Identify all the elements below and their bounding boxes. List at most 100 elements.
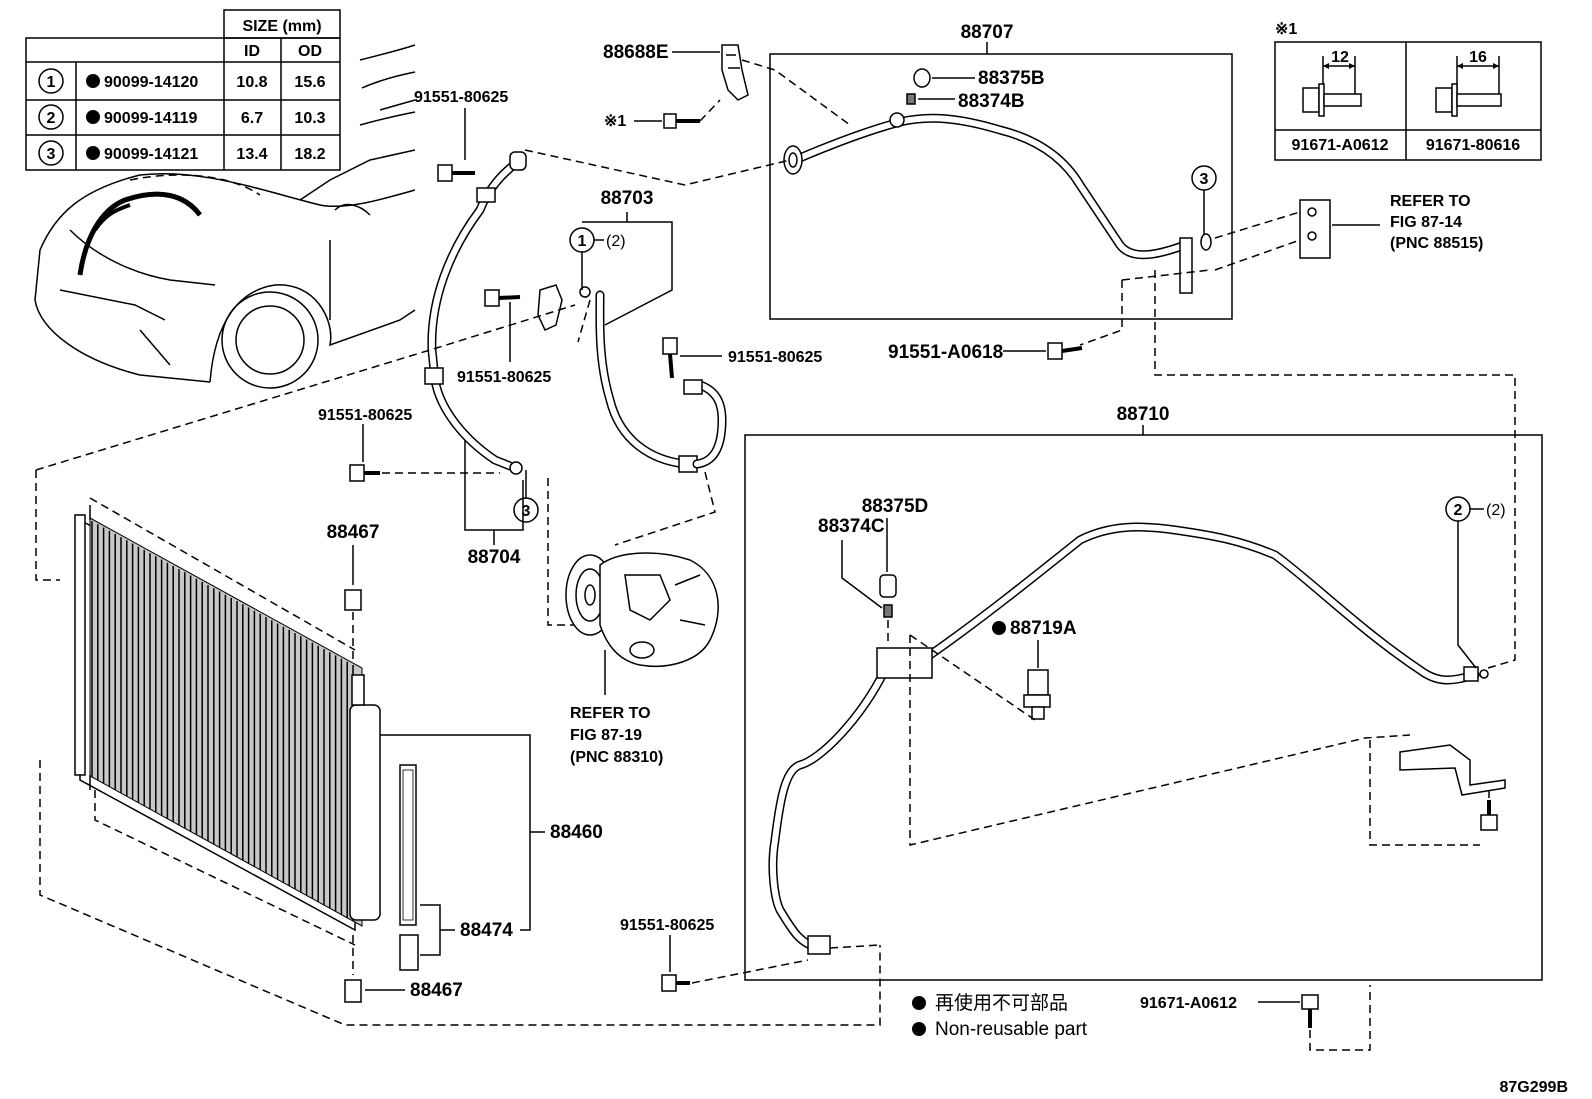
callout-number: 3 — [522, 503, 531, 520]
expansion-valve-block — [1299, 199, 1331, 259]
part-label-91551-A0618: 91551-A0618 — [888, 342, 1003, 363]
non-reusable-dot-icon — [992, 621, 1006, 635]
hose-bracket — [537, 284, 563, 331]
assembly-box-88707 — [769, 53, 1233, 320]
row-id: 10.8 — [236, 74, 267, 91]
bolt-marker: ※1 — [604, 113, 626, 130]
refer-b-line3: (PNC 88310) — [570, 749, 663, 766]
condenser-88460 — [74, 505, 381, 932]
callout-quantity: (2) — [606, 233, 626, 250]
part-label-88467-a: 88467 — [327, 522, 380, 543]
non-reusable-dot-icon — [86, 110, 100, 124]
bolt-part-left: 91671-A0612 — [1292, 137, 1389, 154]
pressure-switch-88719A — [1023, 669, 1051, 720]
row-od: 15.6 — [294, 74, 325, 91]
part-label-91551-80625-a: 91551-80625 — [414, 89, 508, 106]
flange-bolt-icon — [1435, 56, 1502, 117]
row-od: 10.3 — [294, 110, 325, 127]
part-label-88467-b: 88467 — [410, 980, 463, 1001]
compressor-illustration — [565, 552, 719, 667]
part-label-88703: 88703 — [601, 188, 654, 209]
part-label-88374C: 88374C — [818, 516, 885, 537]
part-label-91551-80625-e: 91551-80625 — [620, 917, 714, 934]
bolt-icon — [1047, 342, 1083, 360]
refer-b-line1: REFER TO — [570, 705, 651, 722]
part-label-88704: 88704 — [468, 547, 521, 568]
part-label-91551-80625-c: 91551-80625 — [728, 349, 822, 366]
filter-88474 — [399, 764, 419, 971]
bolt-icon — [1480, 800, 1498, 831]
bolt-dim-right: 16 — [1469, 49, 1487, 66]
valve-core-88374C — [883, 604, 893, 618]
size-table-row: 1 90099-14120 10.8 15.6 — [38, 68, 326, 94]
part-label-88707: 88707 — [961, 22, 1014, 43]
bolt-icon — [661, 974, 690, 992]
part-label-88710: 88710 — [1117, 404, 1170, 425]
row-number: 3 — [47, 146, 56, 163]
part-label-88460: 88460 — [550, 822, 603, 843]
hose-88704 — [424, 151, 527, 475]
hose-88703 — [595, 290, 727, 473]
liquid-pipe-88710 — [768, 522, 1489, 955]
size-table-col-id: ID — [244, 43, 260, 60]
callout-number: 2 — [1454, 502, 1463, 519]
bolt-icon — [437, 164, 475, 182]
row-part-number: 90099-14120 — [104, 74, 198, 91]
refer-a-line1: REFER TO — [1390, 193, 1471, 210]
bolt-icon — [663, 113, 700, 129]
bolt-part-right: 91671-80616 — [1426, 137, 1520, 154]
size-table-col-od: OD — [298, 43, 322, 60]
cap-88375D — [879, 574, 897, 598]
figure-code: 87G299B — [1500, 1079, 1569, 1096]
refer-a-line3: (PNC 88515) — [1390, 235, 1483, 252]
cap-88375B — [913, 68, 931, 88]
non-reusable-dot-icon — [86, 146, 100, 160]
pipe-bracket — [1399, 744, 1506, 796]
bolt-icon — [662, 337, 678, 379]
callout-quantity: (2) — [1486, 502, 1506, 519]
oring-callout-1: 1 (2) — [569, 227, 626, 290]
row-id: 13.4 — [236, 146, 267, 163]
part-label-91551-80625-d: 91551-80625 — [318, 407, 412, 424]
bolt-icon — [349, 464, 380, 482]
callout-number: 1 — [578, 233, 587, 250]
oring-callout-3: 3 — [1191, 165, 1217, 234]
oring-callout-3: 3 — [513, 470, 539, 523]
row-number: 1 — [47, 74, 56, 91]
size-table-row: 3 90099-14121 13.4 18.2 — [38, 140, 326, 166]
vehicle-outline-illustration — [34, 44, 416, 389]
row-part-number: 90099-14121 — [104, 146, 198, 163]
part-label-88375B: 88375B — [978, 68, 1045, 89]
flange-bolt-icon — [1302, 56, 1362, 117]
valve-core-88374B — [906, 93, 916, 105]
size-table-row: 2 90099-14119 6.7 10.3 — [38, 104, 326, 130]
non-reusable-dot-icon — [912, 1022, 926, 1036]
part-label-88374B: 88374B — [958, 91, 1025, 112]
bushing-88467 — [344, 589, 362, 611]
bolt-icon — [1301, 994, 1319, 1028]
bolt-table-marker: ※1 — [1275, 21, 1297, 38]
bushing-88467 — [344, 979, 362, 1003]
part-label-91671-A0612: 91671-A0612 — [1140, 995, 1237, 1012]
legend-en: Non-reusable part — [935, 1019, 1088, 1040]
oring-callout-2: 2 (2) — [1445, 496, 1506, 669]
clamp-88688E — [721, 44, 749, 101]
bolt-table: ※1 12 91671-A0612 16 91671- — [1274, 21, 1542, 161]
part-label-88474: 88474 — [460, 920, 513, 941]
part-label-91551-80625-b: 91551-80625 — [457, 369, 551, 386]
row-number: 2 — [47, 110, 56, 127]
legend-jp: 再使用不可部品 — [935, 992, 1068, 1014]
size-table: SIZE (mm) ID OD 1 90099-14120 10.8 15.6 … — [25, 9, 341, 171]
bolt-icon — [484, 289, 521, 307]
part-label-88688E: 88688E — [603, 42, 669, 63]
non-reusable-dot-icon — [912, 996, 926, 1010]
row-od: 18.2 — [294, 146, 325, 163]
part-label-88719A: 88719A — [1010, 618, 1077, 639]
legend: 再使用不可部品 Non-reusable part — [912, 992, 1088, 1040]
row-id: 6.7 — [241, 110, 263, 127]
non-reusable-dot-icon — [86, 74, 100, 88]
callout-number: 3 — [1200, 171, 1209, 188]
discharge-pipe-88707 — [783, 112, 1212, 294]
refer-a-line2: FIG 87-14 — [1390, 214, 1462, 231]
